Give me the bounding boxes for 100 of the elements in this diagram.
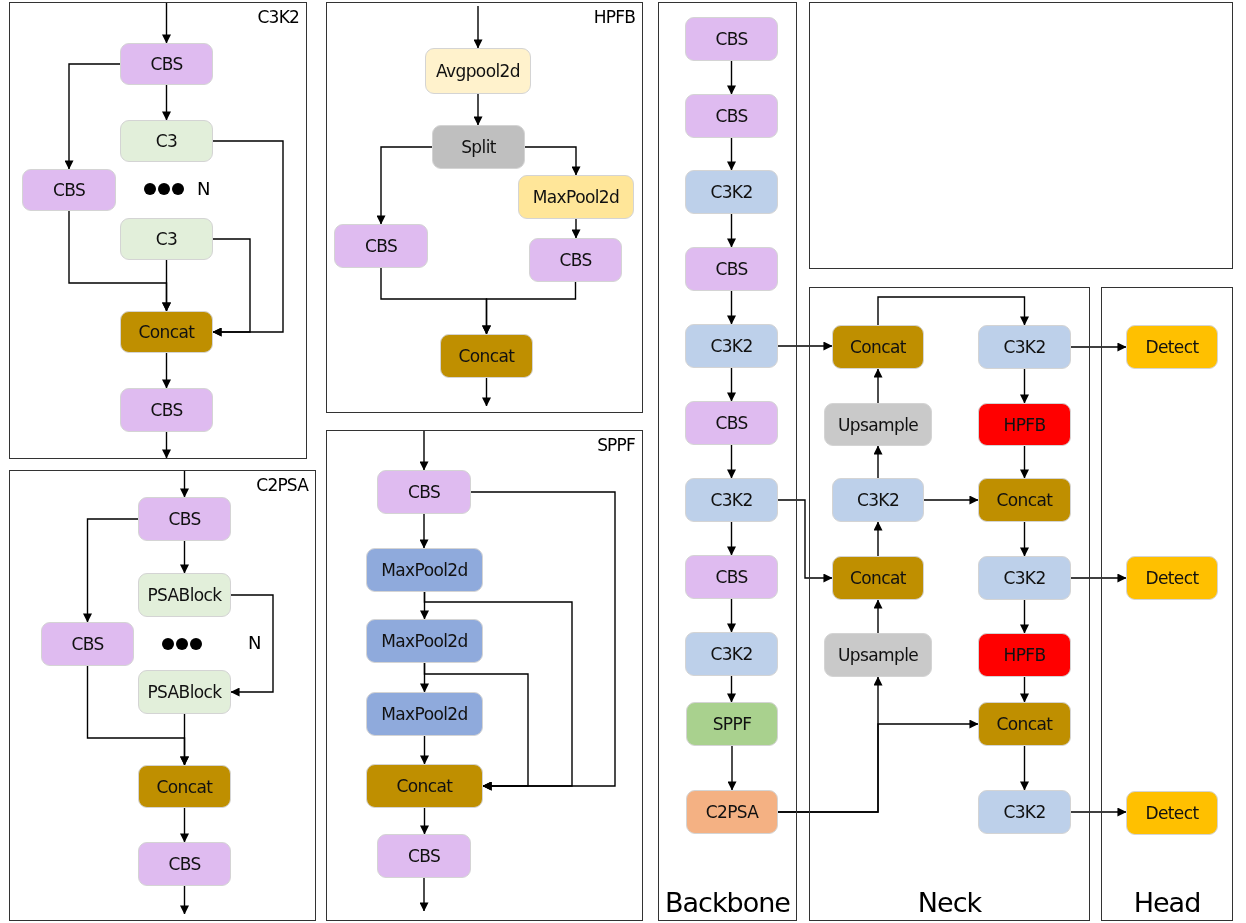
panel-title: C3K2 (257, 7, 299, 27)
arrow (873, 521, 883, 557)
block-box: C3K2 (978, 325, 1071, 369)
arrow (419, 513, 429, 549)
panel (9, 470, 316, 921)
block-box: Upsample (824, 633, 932, 677)
arrow (873, 599, 883, 634)
arrow (1020, 521, 1029, 557)
block-box: C3K2 (685, 324, 778, 368)
arrow (877, 296, 1029, 326)
arrow (482, 281, 577, 335)
block-box: SPPF (686, 702, 778, 746)
block-box: Detect (1126, 791, 1218, 835)
arrow (1020, 599, 1029, 634)
panel (326, 2, 643, 413)
arrow (571, 218, 581, 239)
arrow (212, 238, 251, 337)
arrow (376, 146, 433, 225)
block-box: Concat (978, 478, 1071, 522)
arrow (727, 521, 736, 556)
arrow (180, 470, 189, 498)
block-box: C3 (120, 218, 213, 260)
arrow (727, 444, 736, 479)
repeat-count: N (197, 178, 211, 199)
block-box: Avgpool2d (425, 48, 531, 94)
arrow (873, 368, 883, 404)
arrow (1020, 445, 1029, 479)
block-box: C3 (120, 120, 213, 162)
block-box: CBS (138, 497, 231, 541)
block-box: CBS (685, 17, 778, 61)
arrow (162, 84, 171, 121)
arrow (727, 675, 736, 703)
arrow (64, 63, 121, 170)
block-box: MaxPool2d (518, 175, 634, 219)
arrow (83, 518, 139, 623)
block-box: HPFB (978, 633, 1071, 677)
arrow (419, 877, 429, 912)
arrow (727, 213, 736, 248)
arrow (423, 662, 529, 791)
arrow (1020, 676, 1029, 703)
arrow (162, 352, 171, 389)
arrow (923, 495, 979, 505)
panel-title: SPPF (597, 435, 635, 455)
arrow (180, 540, 189, 574)
block-box: Concat (120, 311, 213, 353)
arrow (420, 807, 429, 835)
block-box: CBS (685, 247, 778, 291)
panel-title: C2PSA (256, 475, 308, 495)
arrow (180, 807, 189, 843)
block-box: C3K2 (832, 478, 924, 522)
block-box: Concat (138, 765, 231, 808)
block-box: MaxPool2d (366, 619, 483, 663)
arrow (180, 885, 189, 915)
arrow (727, 137, 736, 171)
block-box: PSABlock (138, 670, 231, 714)
panel (1101, 287, 1233, 921)
block-box: CBS (120, 43, 213, 85)
arrow (473, 5, 483, 49)
arrow (1020, 368, 1029, 404)
arrow (420, 735, 429, 765)
arrow (180, 713, 189, 766)
block-box: C3K2 (685, 170, 778, 214)
block-box: Split (432, 125, 525, 169)
panel (809, 287, 1090, 921)
block-box: CBS (41, 622, 134, 666)
block-box: CBS (334, 224, 428, 268)
block-box: CBS (22, 169, 116, 211)
block-box: CBS (685, 94, 778, 138)
block-box: CBS (120, 388, 213, 432)
block-box: C3K2 (978, 556, 1071, 600)
arrow (162, 431, 171, 459)
block-box: C3K2 (685, 478, 778, 522)
block-box: CBS (529, 238, 622, 282)
arrow (473, 93, 483, 126)
panel (658, 2, 797, 921)
arrow (162, 259, 171, 312)
panel (9, 2, 307, 459)
arrow (1070, 573, 1127, 583)
panel-title: Head (1132, 887, 1202, 918)
panel-title: Backbone (664, 887, 791, 918)
block-box: PSABlock (138, 573, 231, 617)
block-box: Detect (1126, 325, 1218, 369)
block-box: CBS (685, 401, 778, 445)
block-box: C3K2 (685, 632, 778, 676)
arrow (727, 598, 736, 633)
arrow (162, 2, 171, 44)
arrow (1070, 807, 1127, 817)
arrow (777, 341, 833, 351)
panel-title: HPFB (593, 7, 635, 27)
arrow (727, 60, 736, 95)
block-box: MaxPool2d (366, 692, 483, 736)
block-box: HPFB (978, 403, 1071, 446)
panel-title: Neck (916, 887, 983, 918)
panel (326, 430, 643, 921)
block-box: CBS (377, 470, 471, 514)
arrow (230, 594, 274, 697)
arrow (727, 367, 736, 402)
empty-panel (809, 2, 1233, 269)
block-box: Concat (832, 556, 924, 600)
block-box: Concat (366, 764, 483, 808)
